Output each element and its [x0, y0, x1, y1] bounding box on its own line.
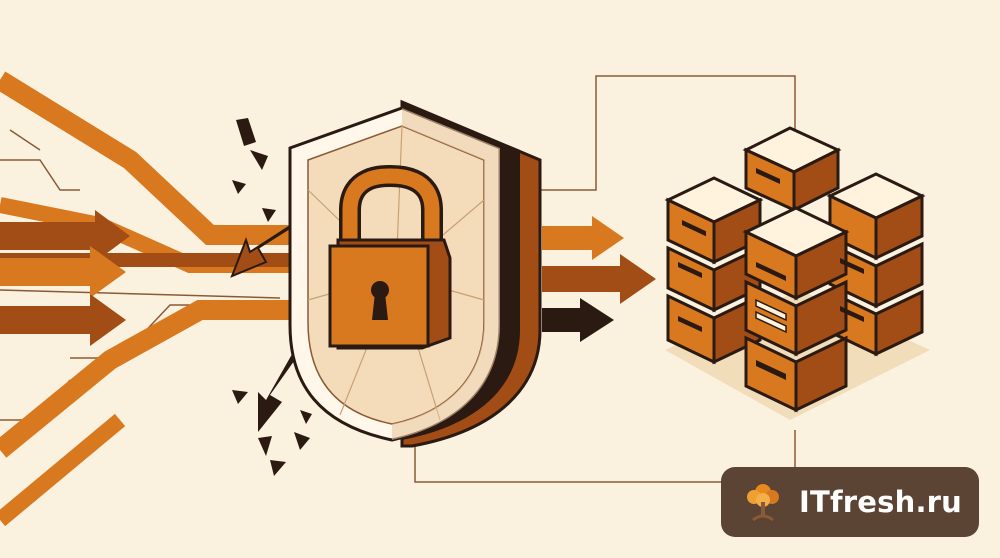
arrow-icon: [0, 210, 130, 262]
brand-name: ITfresh.ru: [799, 485, 963, 519]
incoming-streams: [0, 71, 330, 527]
server-stack-icon: [664, 126, 930, 420]
arrow-icon: [542, 254, 656, 304]
brand-badge[interactable]: ITfresh.ru: [721, 467, 979, 537]
arrow-icon: [542, 298, 614, 342]
left-arrows: [0, 210, 130, 346]
right-arrows: [542, 216, 656, 342]
padlock-icon: [328, 164, 452, 350]
arrow-icon: [0, 246, 126, 298]
arrow-icon: [0, 294, 126, 346]
arrow-icon: [542, 216, 624, 260]
tree-icon: [747, 484, 779, 522]
arrow-icon: [258, 326, 316, 432]
